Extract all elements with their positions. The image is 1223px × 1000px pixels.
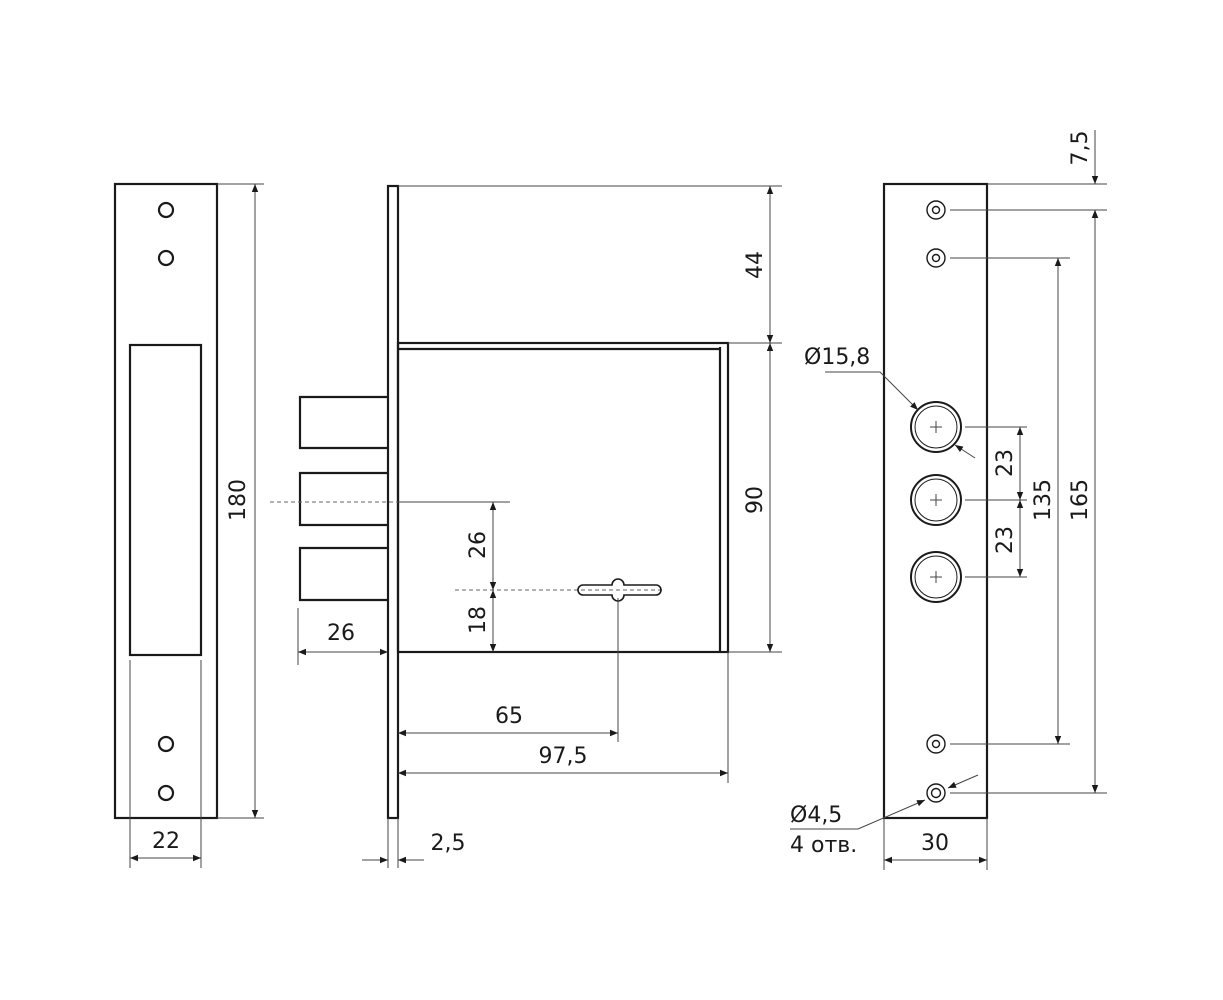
- key-to-bottom-label: 18: [466, 606, 491, 634]
- bolt: [298, 546, 388, 602]
- bolt-holes: [910, 401, 962, 603]
- screw-hole: [157, 249, 175, 267]
- bolt-hole-diameter-label: Ø15,8: [804, 345, 870, 370]
- screw-hole: [157, 201, 175, 219]
- backset-label: 65: [495, 704, 523, 729]
- top-offset-label: 44: [743, 251, 768, 279]
- body-depth-label: 97,5: [539, 744, 588, 769]
- screw-hole: [157, 784, 175, 802]
- bolt: [298, 471, 388, 527]
- screw-hole-diameter-label: Ø4,5: [790, 803, 842, 828]
- bolt-spacing-1-label: 23: [993, 449, 1018, 477]
- faceplate-width-label: 30: [921, 831, 949, 856]
- bolt: [298, 395, 388, 450]
- lock-body: 44 90 26 18 26 65 97,5 2,5: [270, 184, 782, 868]
- strike-plate: 22 180: [113, 182, 264, 868]
- faceplate-thickness-label: 2,5: [431, 831, 466, 856]
- faceplate: 23 23 135 165 7,5 Ø15,8 Ø4,5 4 отв. 30: [790, 130, 1107, 870]
- body-height-label: 90: [743, 486, 768, 514]
- bolt-throw-label: 26: [327, 621, 355, 646]
- inner-hole-spacing-label: 135: [1031, 479, 1056, 521]
- screw-hole: [157, 735, 175, 753]
- height-label: 180: [226, 479, 251, 521]
- bolt-spacing-2-label: 23: [993, 526, 1018, 554]
- top-hole-offset-label: 7,5: [1068, 131, 1093, 166]
- width-label: 22: [152, 829, 180, 854]
- bolt-to-key-label: 26: [466, 531, 491, 559]
- keyhole: [577, 578, 662, 602]
- outer-hole-spacing-label: 165: [1068, 479, 1093, 521]
- screw-hole-count-label: 4 отв.: [790, 833, 857, 858]
